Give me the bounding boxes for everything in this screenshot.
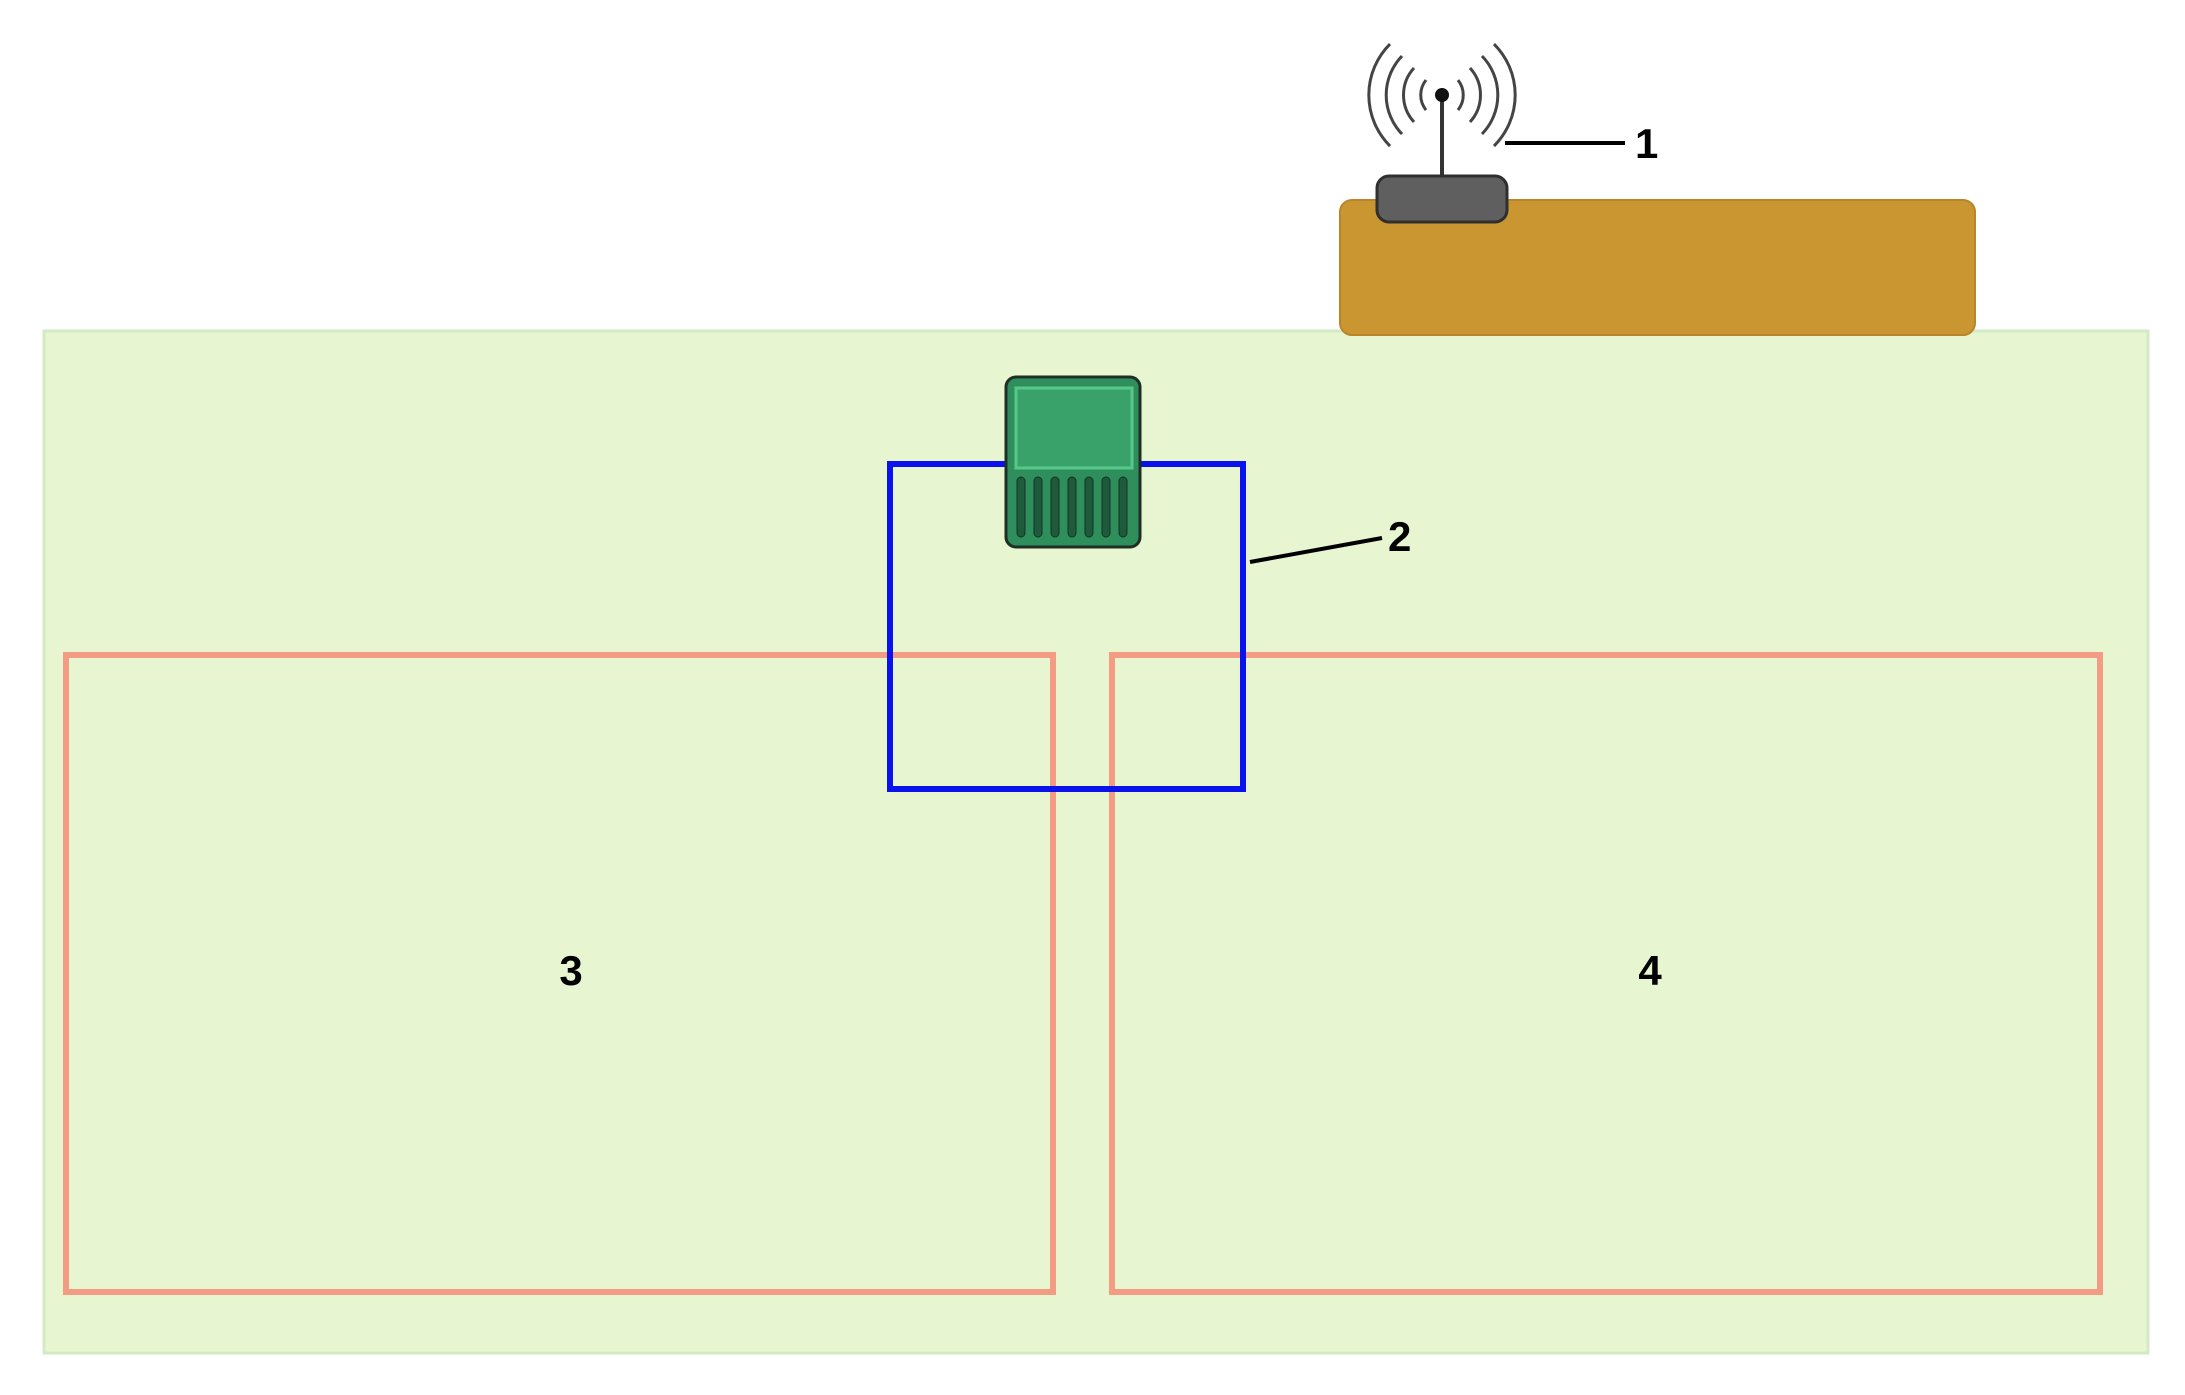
label-1: 1 [1635, 120, 1658, 167]
wireless-signal-icon [1367, 42, 1517, 180]
ground-strip [1339, 199, 1976, 336]
label-3: 3 [559, 947, 582, 994]
base-station [1375, 174, 1509, 224]
robot-mower-icon [1004, 375, 1142, 549]
area-left [63, 652, 1056, 1295]
label-4: 4 [1638, 947, 1662, 994]
label-2: 2 [1388, 513, 1411, 560]
area-right [1109, 652, 2103, 1295]
leader-line-2 [1249, 536, 1383, 564]
